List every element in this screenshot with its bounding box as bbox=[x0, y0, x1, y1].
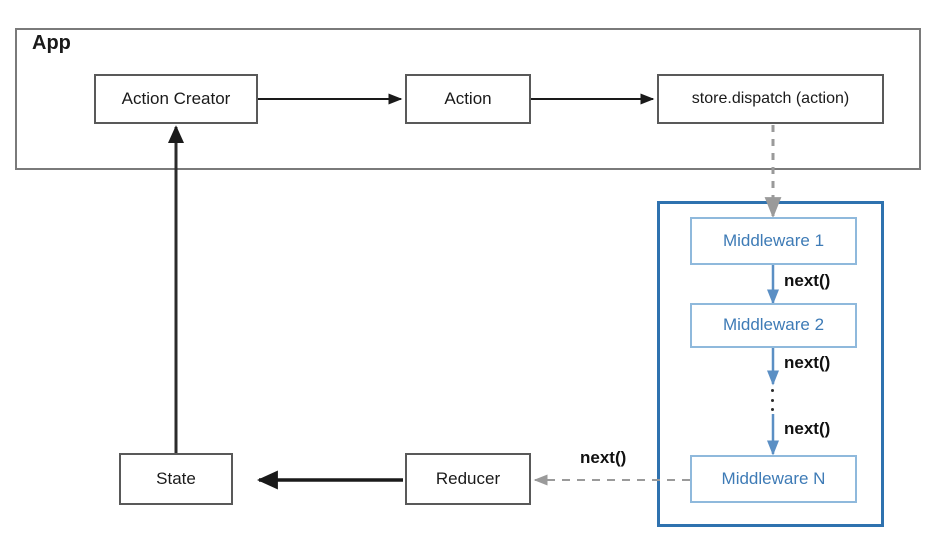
node-middleware-n[interactable]: Middleware N bbox=[690, 455, 857, 503]
node-action-creator[interactable]: Action Creator bbox=[94, 74, 258, 124]
node-action[interactable]: Action bbox=[405, 74, 531, 124]
node-store-dispatch[interactable]: store.dispatch (action) bbox=[657, 74, 884, 124]
node-middleware-2[interactable]: Middleware 2 bbox=[690, 303, 857, 348]
edge-label-next-out: next() bbox=[580, 448, 627, 467]
app-group-container bbox=[15, 28, 921, 170]
edge-label-next-3: next() bbox=[784, 419, 831, 438]
node-reducer[interactable]: Reducer bbox=[405, 453, 531, 505]
edge-label-next-2: next() bbox=[784, 353, 831, 372]
vertical-ellipsis-icon bbox=[771, 389, 774, 411]
app-group-label: App bbox=[32, 32, 71, 54]
edge-label-next-1: next() bbox=[784, 271, 831, 290]
node-state[interactable]: State bbox=[119, 453, 233, 505]
node-middleware-1[interactable]: Middleware 1 bbox=[690, 217, 857, 265]
